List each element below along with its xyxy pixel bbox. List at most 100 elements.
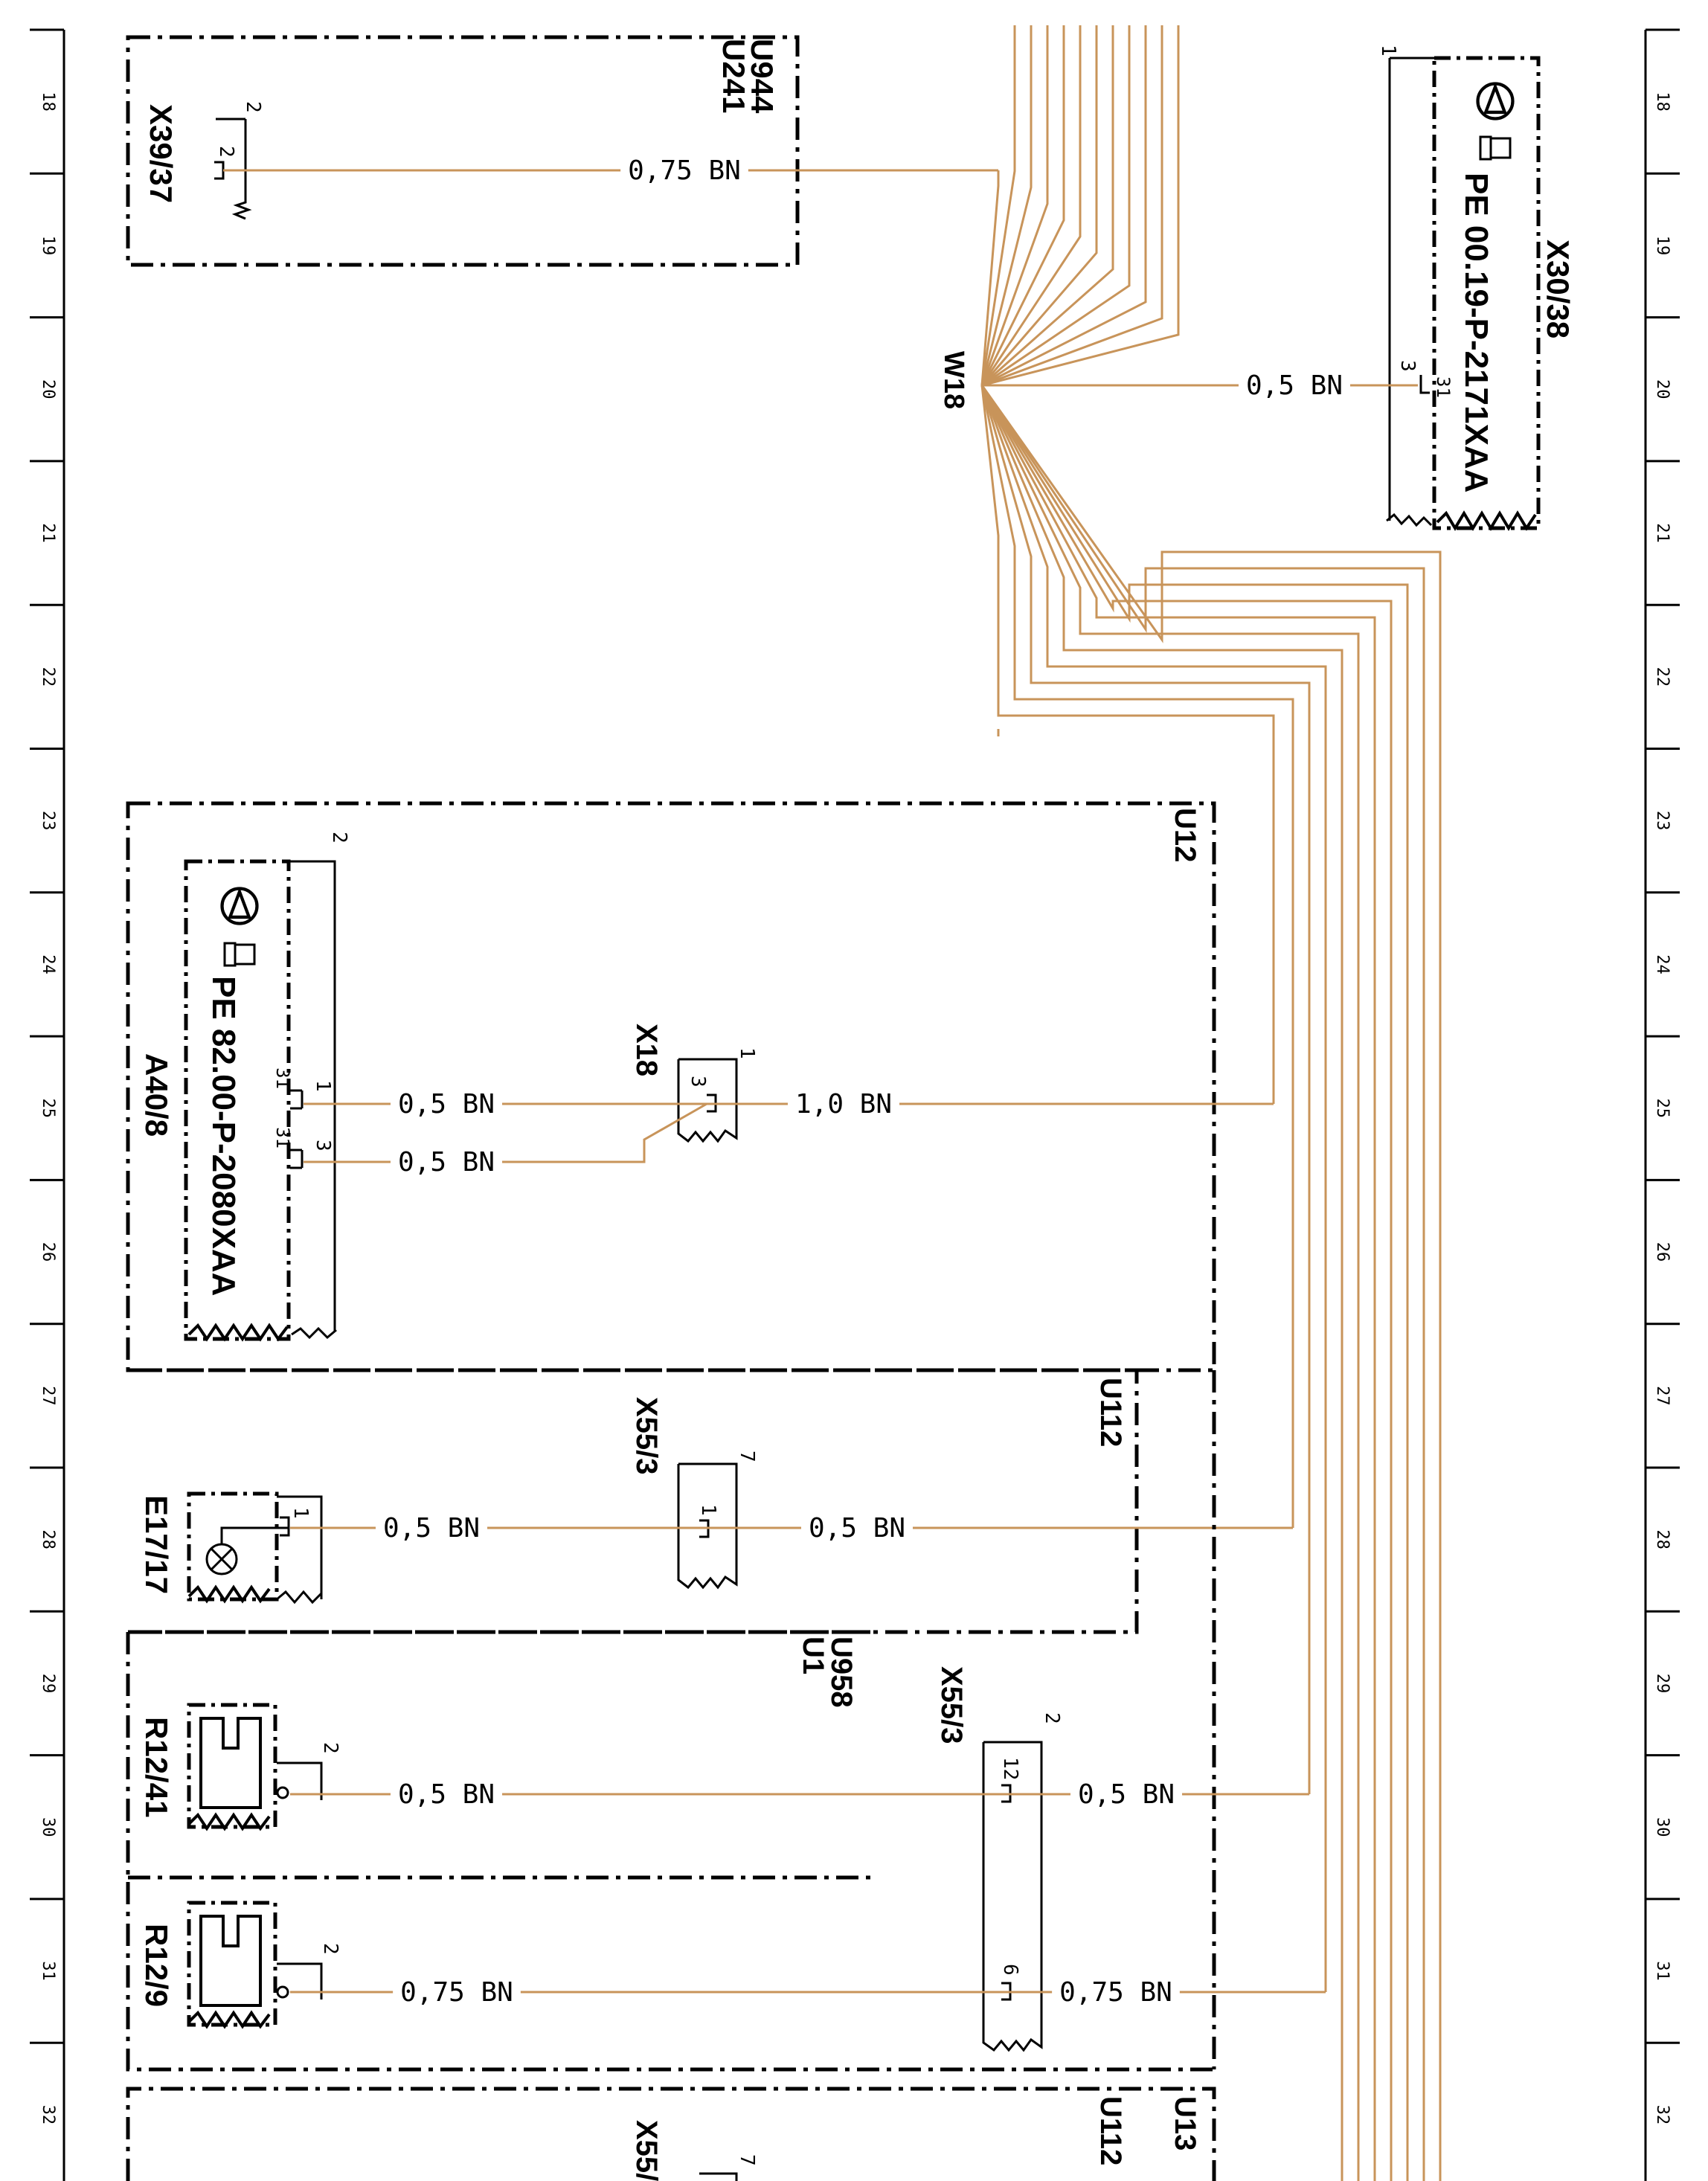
ruler-number-right: 28 <box>1653 1529 1672 1549</box>
pin-number: 1 <box>697 1504 719 1516</box>
box-u12 <box>126 801 1216 1372</box>
label-r12-41: R12/41 <box>139 1717 174 1817</box>
wire-label: 0,5 BN <box>398 1779 495 1810</box>
ground-symbol-icon-2 <box>222 889 257 924</box>
label-e17-17: E17/17 <box>139 1495 174 1594</box>
pin-number: 3 <box>312 1140 334 1151</box>
ruler-number-left: 22 <box>39 667 57 687</box>
wire-label: 0,5 BN <box>383 1513 480 1544</box>
connector-x55-3-a <box>677 1462 738 1590</box>
pin-number: 1 <box>289 1507 312 1519</box>
label-x55-3-b: X55/3 <box>935 1666 968 1744</box>
ruler-number-right: 26 <box>1653 1242 1672 1262</box>
pin-number: 2 <box>242 101 264 113</box>
label-u944: U944 <box>745 39 780 114</box>
wire-label: 1,0 BN <box>795 1089 892 1120</box>
ruler-number-left: 29 <box>39 1674 57 1694</box>
pin-number: 7 <box>736 2154 758 2166</box>
pin-number: 3 <box>687 1076 709 1088</box>
connector-x39-37 <box>214 118 252 220</box>
wire-label: 0,5 BN <box>809 1513 905 1544</box>
sensor-r12-9 <box>187 1901 323 2029</box>
ruler-number-left: 24 <box>39 954 57 974</box>
ruler-number-left: 31 <box>39 1961 57 1981</box>
ruler-number-right: 22 <box>1653 667 1672 687</box>
pin-number: 2 <box>328 832 350 844</box>
box-u112 <box>128 1368 1139 1634</box>
ruler-number-left: 32 <box>39 2105 57 2125</box>
pin-number: 1 <box>1377 45 1399 57</box>
label-u12: U12 <box>1169 808 1201 862</box>
label-a40-8: A40/8 <box>139 1053 174 1137</box>
label-x18: X18 <box>630 1024 663 1076</box>
ruler-number-right: 21 <box>1653 523 1672 543</box>
box-a40-8 <box>184 859 337 1342</box>
ruler-number-right: 20 <box>1653 379 1672 399</box>
wire-label: 0,75 BN <box>1059 1977 1172 2008</box>
ruler-number-right: 29 <box>1653 1674 1672 1694</box>
hand-pointer-icon <box>1479 135 1512 161</box>
label-pe-82-00: PE 82.00-P-2080XAA <box>205 976 242 1296</box>
pin-number: 2 <box>319 1943 341 1955</box>
ruler-number-right: 31 <box>1653 1961 1672 1981</box>
pin-number: 7 <box>736 1451 758 1462</box>
label-u241: U241 <box>716 39 751 113</box>
wire-label: 0,5 BN <box>1246 370 1343 401</box>
ground-symbol-icon <box>1478 84 1513 119</box>
label-pe-00-19: PE 00.19-P-2171XAA <box>1458 173 1494 492</box>
label-x30-38: X30/38 <box>1541 240 1576 338</box>
ruler-number-left: 18 <box>39 91 57 112</box>
wire-label: 0,5 BN <box>1078 1779 1175 1810</box>
ruler-number-left: 28 <box>39 1529 57 1549</box>
ruler-number-left: 27 <box>39 1386 57 1406</box>
label-u1: U1 <box>797 1636 829 1674</box>
ruler-number-right: 30 <box>1653 1817 1672 1837</box>
connector-x55-3-b <box>982 1741 1043 2052</box>
wire-label: 0,75 BN <box>400 1977 513 2008</box>
ruler-number-left: 25 <box>39 1099 57 1119</box>
ruler-number-left: 26 <box>39 1242 57 1262</box>
lamp-e17-17 <box>187 1491 323 1605</box>
label-u958: U958 <box>825 1636 858 1708</box>
ruler-number-right: 25 <box>1653 1099 1672 1119</box>
ruler-number-right: 19 <box>1653 236 1672 256</box>
ruler-number-right: 24 <box>1653 954 1672 974</box>
label-r12-9: R12/9 <box>139 1924 174 2007</box>
ruler-number-left: 23 <box>39 811 57 831</box>
pin-number: 31 <box>272 1067 293 1089</box>
label-x39-37: X39/37 <box>144 104 179 203</box>
pin-number: 2 <box>215 146 237 158</box>
label-w18: W18 <box>938 351 969 409</box>
pin-number: 6 <box>999 1964 1021 1976</box>
pin-number: 2 <box>1041 1712 1063 1724</box>
label-x55-3-a: X55/3 <box>630 1397 663 1475</box>
pin-number: 31 <box>1433 376 1454 398</box>
box-x30-38 <box>1386 56 1541 531</box>
box-u13 <box>126 2087 1216 2181</box>
ruler-number-right: 23 <box>1653 811 1672 831</box>
label-u13: U13 <box>1169 2096 1201 2151</box>
label-u112: U112 <box>1094 1378 1127 1447</box>
pin-number: 1 <box>312 1080 334 1092</box>
pin-number: 3 <box>1396 360 1419 372</box>
pin-number: 31 <box>272 1127 293 1149</box>
wire-label: 0,5 BN <box>398 1089 495 1120</box>
pin-number: 2 <box>319 1742 341 1754</box>
wire-label: 0,5 BN <box>398 1147 495 1178</box>
pin-number: 1 <box>736 1047 758 1059</box>
ruler-number-right: 18 <box>1653 91 1672 112</box>
connector-x18 <box>677 1058 738 1143</box>
hand-pointer-icon-2 <box>223 942 256 967</box>
ruler-number-right: 32 <box>1653 2105 1672 2125</box>
label-x55-c: X55/ <box>630 2120 663 2181</box>
box-u1-u958 <box>126 1370 1216 2072</box>
box-u241 <box>126 35 800 267</box>
ruler-number-left: 30 <box>39 1817 57 1837</box>
wire-bundle-w18 <box>980 25 1442 2181</box>
ruler-number-left: 20 <box>39 379 57 399</box>
pin-number: 12 <box>999 1757 1021 1780</box>
ruler-number-left: 21 <box>39 523 57 543</box>
label-u112-b: U112 <box>1094 2096 1127 2165</box>
ruler-number-right: 27 <box>1653 1386 1672 1406</box>
